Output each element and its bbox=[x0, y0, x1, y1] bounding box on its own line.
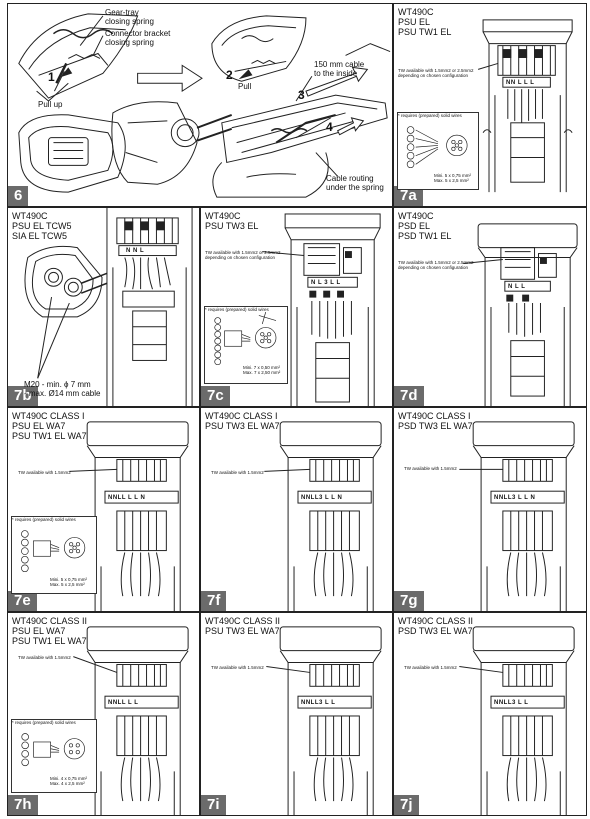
panel-7c-terminal-labels: N L 3 L L bbox=[311, 280, 341, 286]
panel-7h-wire-spec: Mini. 4 x 0,75 mm² Max. 4 x 2,5 mm² bbox=[50, 776, 88, 786]
panel-7j-terminal-labels: NNLL3 L L bbox=[494, 700, 529, 706]
connector-bracket-label: Connector bracket closing spring bbox=[105, 29, 171, 47]
panel-7f-illustration bbox=[264, 421, 382, 611]
panel-7e: WT490C CLASS I PSU EL WA7 PSU TW1 EL WA7… bbox=[7, 407, 200, 612]
panel-7e-wire-drawing bbox=[21, 530, 86, 573]
panel-7f-tw-note: TW available with 1.5mm2 bbox=[211, 470, 264, 475]
panel-7h-wire-box: * requires (prepared) solid wires Mini. … bbox=[11, 719, 97, 793]
panel-6: Gear-tray closing spring Connector brack… bbox=[7, 3, 393, 207]
panel-7h-illustration bbox=[73, 626, 189, 815]
panel-7e-box-note: * requires (prepared) solid wires bbox=[12, 517, 76, 522]
panel-7c-wire-spec: Mini. 7 x 0,50 mm² Max. 7 x 2,50 mm² bbox=[243, 365, 281, 375]
panel-7f-terminal-labels: NNLL3 L L N bbox=[301, 495, 343, 501]
panel-7g-illustration bbox=[459, 421, 575, 611]
step-4-label: 4 bbox=[326, 120, 333, 134]
panel-7e-wire-box: * requires (prepared) solid wires Mini. … bbox=[11, 516, 97, 594]
panel-7f-title: WT490C CLASS I PSU TW3 EL WA7 bbox=[205, 411, 280, 431]
panel-6-tag: 6 bbox=[8, 186, 29, 206]
step-3-label: 3 bbox=[298, 88, 305, 102]
panel-7c-title: WT490C PSU TW3 EL bbox=[205, 211, 259, 231]
panel-7a-wire-drawing bbox=[406, 126, 468, 169]
gear-tray-label: Gear-tray closing spring bbox=[105, 8, 154, 26]
panel-7h-box-note: * requires (prepared) solid wires bbox=[12, 720, 76, 725]
panel-7a-tag: 7a bbox=[394, 186, 423, 206]
panel-7d-title: WT490C PSD EL PSD TW1 EL bbox=[398, 211, 452, 241]
panel-7j-illustration bbox=[459, 626, 575, 815]
panel-7j: WT490C CLASS II PSD TW3 EL WA7 TW availa… bbox=[393, 612, 587, 816]
panel-7h-tw-note: TW available with 1.5mm2 bbox=[18, 655, 71, 660]
panel-7j-tw-note: TW available with 1.5mm2 bbox=[404, 665, 457, 670]
panel-7c-illustration bbox=[262, 213, 381, 406]
step-1-label: 1 bbox=[48, 70, 55, 84]
panel-7h-wire-drawing bbox=[21, 733, 85, 767]
panel-7e-wire-spec: Mini. 5 x 0,75 mm² Max. 5 x 2,5 mm² bbox=[50, 577, 88, 587]
panel-7d-tag: 7d bbox=[394, 386, 424, 406]
panel-7a-box-note: * requires (prepared) solid wires bbox=[398, 113, 462, 118]
panel-7e-terminal-labels: NNLL L L N bbox=[108, 495, 146, 501]
panel-7i-title: WT490C CLASS II PSU TW3 EL WA7 bbox=[205, 616, 281, 636]
panel-7d: WT490C PSD EL PSD TW1 EL TW available wi… bbox=[393, 207, 587, 407]
panel-7b-illustration bbox=[24, 208, 193, 406]
panel-7f: WT490C CLASS I PSU TW3 EL WA7 TW availab… bbox=[200, 407, 393, 612]
panel-7c-wire-box: * requires (prepared) solid wires Mini. … bbox=[204, 306, 288, 384]
panel-7b-tag: 7b bbox=[8, 386, 38, 406]
panel-7i-terminal-labels: NNLL3 L L bbox=[301, 700, 336, 706]
panel-6-illustration bbox=[18, 13, 391, 198]
panel-7c-box-note: * requires (prepared) solid wires bbox=[205, 307, 269, 312]
panel-7b: WT490C PSU EL TCW5 SIA EL TCW5 N N L M20… bbox=[7, 207, 200, 407]
panel-7a: WT490C PSU EL PSU TW1 EL TW available wi… bbox=[393, 3, 587, 207]
panel-7b-terminal-labels: N N L bbox=[126, 248, 145, 254]
panel-7a-illustration bbox=[477, 19, 573, 193]
step-2-label: 2 bbox=[226, 68, 233, 82]
panel-7a-title: WT490C PSU EL PSU TW1 EL bbox=[398, 7, 452, 37]
panel-7i-tw-note: TW available with 1.5mm2 bbox=[211, 665, 264, 670]
panel-7i-illustration bbox=[266, 626, 382, 815]
panel-7a-wire-spec: Mini. 5 x 0,75 mm² Max. 5 x 2,5 mm² bbox=[434, 173, 472, 183]
panel-7h-title: WT490C CLASS II PSU EL WA7 PSU TW1 EL WA… bbox=[12, 616, 88, 646]
panel-7c-wire-drawing bbox=[214, 311, 277, 366]
panel-7e-tw-note: TW available with 1.5mm2 bbox=[18, 470, 71, 475]
panel-7j-tag: 7j bbox=[394, 795, 419, 815]
panel-7g-tw-note: TW available with 1.5mm2 bbox=[404, 466, 457, 471]
panel-7i-tag: 7i bbox=[201, 795, 226, 815]
panel-7i: WT490C CLASS II PSU TW3 EL WA7 TW availa… bbox=[200, 612, 393, 816]
panel-7c-tw-note: TW available with 1.5mm2 or 2.5mm2 depen… bbox=[205, 250, 281, 260]
cable-inside-label: 150 mm cable to the inside bbox=[314, 60, 365, 78]
panel-7g: WT490C CLASS I PSD TW3 EL WA7 TW availab… bbox=[393, 407, 587, 612]
panel-7d-terminal-labels: N L L bbox=[508, 284, 526, 290]
panel-7e-title: WT490C CLASS I PSU EL WA7 PSU TW1 EL WA7 bbox=[12, 411, 87, 441]
panel-7f-tag: 7f bbox=[201, 591, 227, 611]
panel-7h: WT490C CLASS II PSU EL WA7 PSU TW1 EL WA… bbox=[7, 612, 200, 816]
panel-7a-wire-box: * requires (prepared) solid wires Mini. … bbox=[397, 112, 479, 190]
panel-7e-tag: 7e bbox=[8, 591, 37, 611]
panel-7g-terminal-labels: NNLL3 L L N bbox=[494, 495, 536, 501]
panel-7d-tw-note: TW available with 1.5mm2 or 2.5mm2 depen… bbox=[398, 260, 474, 270]
panel-7d-illustration bbox=[463, 223, 578, 406]
panel-7j-title: WT490C CLASS II PSD TW3 EL WA7 bbox=[398, 616, 474, 636]
panel-7b-m20-label: M20 - min. ϕ 7 mm - max. Ø14 mm cable bbox=[24, 380, 101, 398]
panel-7c-tag: 7c bbox=[201, 386, 230, 406]
cable-routing-label: Cable routing under the spring bbox=[326, 174, 384, 192]
panel-7h-terminal-labels: NNLL L L bbox=[108, 700, 139, 706]
panel-7b-title: WT490C PSU EL TCW5 SIA EL TCW5 bbox=[12, 211, 72, 241]
panel-7c: WT490C PSU TW3 EL TW available with 1.5m… bbox=[200, 207, 393, 407]
pull-up-label: Pull up bbox=[38, 100, 63, 109]
panel-7a-tw-note: TW available with 1.5mm2 or 2.5mm2 depen… bbox=[398, 68, 474, 78]
panel-7g-title: WT490C CLASS I PSD TW3 EL WA7 bbox=[398, 411, 473, 431]
panel-7h-tag: 7h bbox=[8, 795, 38, 815]
panel-7g-tag: 7g bbox=[394, 591, 424, 611]
panel-7a-terminal-labels: NN L L L bbox=[506, 80, 535, 86]
pull-label: Pull bbox=[238, 82, 252, 91]
